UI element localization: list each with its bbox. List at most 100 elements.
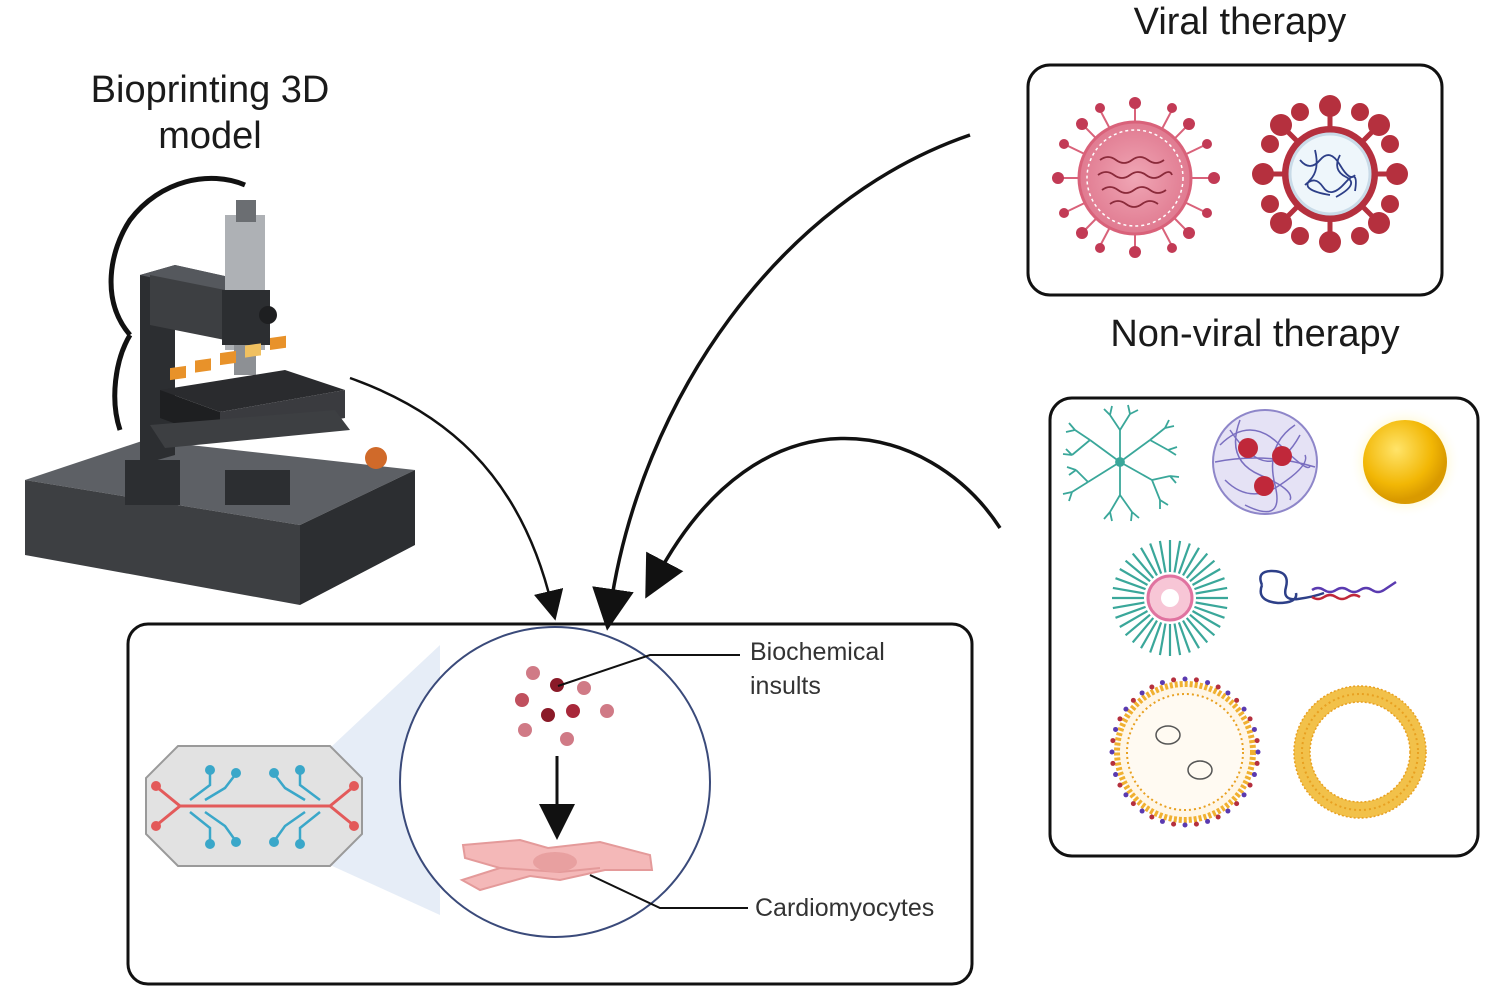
liposome-surface-dot	[1205, 680, 1211, 686]
micelle-spoke	[1194, 577, 1225, 591]
liposome-surface-dot	[1254, 738, 1260, 744]
liposome-surface-dot	[1110, 760, 1116, 766]
arrow-viral-to-panel	[592, 133, 971, 631]
micelle-spoke	[1140, 547, 1158, 577]
liposome-surface-dot	[1171, 677, 1177, 683]
micelle-spoke	[1182, 547, 1200, 577]
liposome-surface-dot	[1193, 677, 1199, 683]
liposome-surface-dot	[1113, 772, 1119, 778]
micelle-spoke	[1158, 623, 1167, 656]
power-button-icon	[365, 447, 387, 469]
micelle-spoke	[1140, 619, 1158, 649]
lipid-vesicle-icon	[1293, 685, 1427, 819]
virus-capsid-icon	[1052, 97, 1220, 258]
liposome-surface-dot	[1159, 818, 1165, 824]
micelle-spoke	[1124, 613, 1151, 637]
liposome-surface-dot	[1159, 680, 1165, 686]
liposome-surface-dot	[1139, 690, 1145, 696]
liposome-surface-dot	[1255, 749, 1261, 755]
micelle-spoke	[1115, 605, 1146, 619]
micelle-spoke	[1112, 586, 1145, 595]
micelle-spoke	[1189, 613, 1216, 637]
liposome-surface-dot	[1205, 818, 1211, 824]
biochemical-insults-label: Biochemical insults	[750, 636, 885, 704]
micelle-spoke	[1119, 568, 1149, 586]
micelle-spoke	[1173, 540, 1182, 573]
liposome-surface-dot	[1113, 726, 1119, 732]
micelle-spoke	[1195, 586, 1228, 595]
liposome-surface-dot	[1123, 706, 1129, 712]
liposome-surface-dot	[1139, 808, 1145, 814]
bioprinting-title-line1: Bioprinting 3D	[90, 69, 330, 111]
micelle-spoke	[1149, 543, 1163, 574]
cardiomyocyte-leader-line	[589, 874, 748, 909]
biochemical-insult-particles	[515, 666, 614, 746]
micelle-spoke	[1177, 543, 1191, 574]
micelle-spoke	[1173, 623, 1182, 656]
micelle-spoke	[1131, 552, 1155, 579]
micelle-spoke	[1191, 610, 1221, 628]
micelle-spoke	[1158, 540, 1167, 573]
bioprinting-title: Bioprinting 3D model	[40, 68, 380, 159]
nucleic-acid-icon	[1259, 569, 1397, 605]
liposome-surface-dot	[1215, 814, 1221, 820]
micelle-spoke	[1195, 601, 1228, 610]
liposome-surface-dot	[1251, 772, 1257, 778]
micelle-icon	[1112, 540, 1228, 656]
viral-therapy-title: Viral therapy	[1133, 1, 1347, 43]
micelle-spoke	[1191, 568, 1221, 586]
liposome-surface-dot	[1241, 706, 1247, 712]
liposome-surface-dot	[1117, 782, 1123, 788]
liposome-surface-dot	[1193, 821, 1199, 827]
cardiomyocytes-label: Cardiomyocytes	[755, 894, 935, 922]
biochemical-leader-line	[557, 654, 740, 687]
biochemical-label-line1: Biochemical	[750, 638, 885, 666]
liposome-surface-dot	[1110, 738, 1116, 744]
liposome-surface-dot	[1234, 697, 1240, 703]
micelle-spoke	[1124, 559, 1151, 583]
biochemical-label-line2: insults	[750, 671, 821, 700]
micelle-spoke	[1194, 605, 1225, 619]
micelle-spoke	[1112, 601, 1145, 610]
liposome-surface-dot	[1247, 782, 1253, 788]
micelle-spoke	[1131, 617, 1155, 644]
micelle-spoke	[1182, 619, 1200, 649]
micelle-spoke	[1189, 559, 1216, 583]
liposome-surface-dot	[1182, 822, 1188, 828]
dendrimer-icon	[1062, 404, 1180, 522]
virus-envelope-icon	[1252, 95, 1408, 253]
arrow-bioprint-to-panel	[349, 376, 564, 621]
micelle-spoke	[1149, 622, 1163, 653]
liposome-surface-dot	[1123, 792, 1129, 798]
liposome-surface-dot	[1247, 716, 1253, 722]
liposome-surface-dot	[1109, 749, 1115, 755]
micelle-spoke	[1185, 617, 1209, 644]
magnified-view-circle	[399, 626, 711, 938]
liposome-surface-dot	[1149, 814, 1155, 820]
cardiomyocyte-cell-icon	[459, 838, 654, 892]
liposome-surface-dot	[1182, 676, 1188, 682]
arrow-nonviral-to-panel	[645, 436, 1002, 599]
liposome-surface-dot	[1234, 801, 1240, 807]
micelle-spoke	[1185, 552, 1209, 579]
liposome-icon	[1109, 676, 1261, 828]
microfluidic-chip-icon	[145, 745, 363, 867]
micelle-spoke	[1177, 622, 1191, 653]
nonviral-therapy-title: Non-viral therapy	[1110, 313, 1400, 355]
liposome-surface-dot	[1130, 697, 1136, 703]
bioprinter-illustration	[25, 176, 415, 605]
polymer-nanoparticle-icon	[1212, 409, 1318, 515]
liposome-surface-dot	[1251, 726, 1257, 732]
micelle-spoke	[1119, 610, 1149, 628]
liposome-surface-dot	[1254, 760, 1260, 766]
liposome-surface-dot	[1149, 684, 1155, 690]
liposome-surface-dot	[1171, 821, 1177, 827]
liposome-surface-dot	[1225, 808, 1231, 814]
liposome-surface-dot	[1130, 801, 1136, 807]
liposome-surface-dot	[1241, 792, 1247, 798]
gold-nanoparticle-icon	[1349, 406, 1461, 518]
bioprinting-title-line2: model	[158, 114, 262, 157]
liposome-surface-dot	[1117, 716, 1123, 722]
liposome-surface-dot	[1225, 690, 1231, 696]
